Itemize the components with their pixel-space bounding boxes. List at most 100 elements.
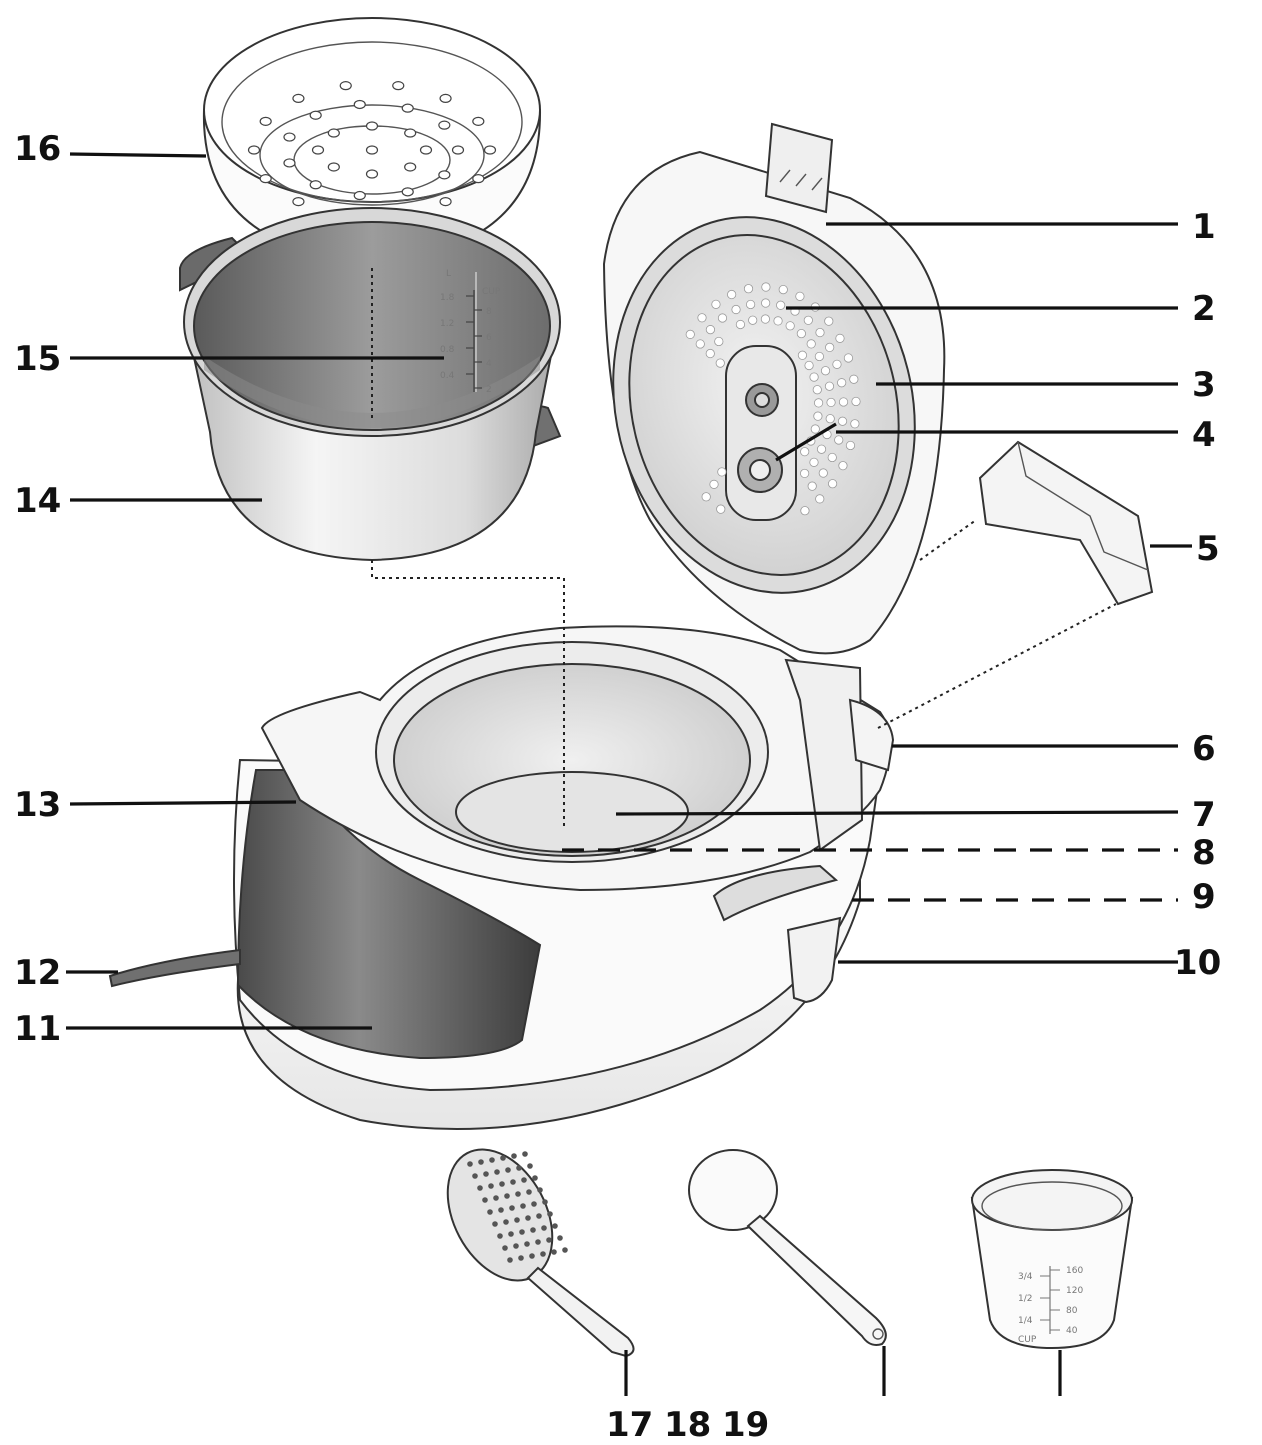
vent-hole: [827, 452, 837, 463]
scale-cup-value: 2: [486, 385, 492, 395]
callout-12: 12: [14, 953, 61, 993]
spoon-bump: [546, 1237, 552, 1243]
steam-hole: [438, 170, 451, 180]
steam-hole: [247, 145, 261, 155]
callout-5: 5: [1196, 529, 1220, 569]
callout-15: 15: [14, 339, 61, 379]
spoon-bump: [500, 1155, 506, 1161]
callout-19: 19: [722, 1405, 769, 1445]
spoon-bump: [524, 1241, 530, 1247]
spoon-bump: [526, 1189, 532, 1195]
vent-hole: [701, 492, 711, 502]
spoon-bump: [522, 1151, 528, 1157]
steam-hole: [472, 174, 485, 184]
spoon-bump: [527, 1163, 533, 1169]
steam-hole: [283, 158, 296, 168]
spoon-bump: [489, 1157, 495, 1163]
steam-hole: [259, 174, 272, 184]
vent-hole: [812, 385, 822, 395]
steam-hole: [309, 180, 322, 190]
steam-hole: [401, 103, 414, 113]
vent-hole: [818, 468, 828, 478]
steam-hole: [259, 116, 272, 126]
steam-hole: [365, 121, 379, 131]
spoon-bump: [521, 1177, 527, 1183]
callout-2: 2: [1192, 289, 1216, 329]
vent-hole: [813, 411, 823, 421]
callout-18: 18: [664, 1405, 711, 1445]
callout-10: 10: [1174, 943, 1221, 983]
spoon-bump: [535, 1239, 541, 1245]
steam-hole: [483, 145, 497, 155]
leader-lines: [66, 152, 1192, 1396]
cup-ml-value: 160: [1066, 1266, 1083, 1276]
vent-hole: [800, 447, 810, 457]
spoon-bump: [513, 1243, 519, 1249]
vent-hole: [815, 494, 825, 504]
callout-8: 8: [1192, 833, 1216, 873]
vent-hole: [837, 378, 847, 388]
vent-hole: [832, 359, 842, 369]
scale-cup-value: 8: [486, 307, 492, 317]
vent-hole: [697, 313, 707, 323]
vent-hole: [813, 398, 824, 408]
vent-hole: [735, 319, 746, 330]
vent-hole: [806, 339, 816, 349]
spoon-bump: [530, 1227, 536, 1233]
spoon-bump: [514, 1217, 520, 1223]
spoon-bump: [482, 1197, 488, 1203]
cup-fraction: 1/4: [1018, 1316, 1033, 1326]
vent-hole: [743, 284, 754, 294]
soup-ladle: [688, 1149, 887, 1346]
vent-hole: [705, 348, 715, 359]
steam-hole: [404, 162, 417, 172]
vent-hole: [773, 316, 783, 326]
spoon-bump: [537, 1187, 543, 1193]
callout-labels: 1 2 3 4 5 6 7 8 9 10 11 12 13 14 15 16 1…: [14, 129, 1221, 1445]
vent-hole: [716, 504, 726, 514]
vent-hole: [834, 435, 844, 445]
vent-hole: [761, 298, 771, 308]
spoon-bump: [497, 1233, 503, 1239]
spoon-bump: [494, 1169, 500, 1175]
vent-hole: [814, 351, 824, 362]
callout-7: 7: [1192, 795, 1216, 835]
spoon-bump: [483, 1171, 489, 1177]
vent-hole: [711, 299, 721, 309]
spoon-bump: [542, 1199, 548, 1205]
spoon-bump: [507, 1257, 513, 1263]
vent-hole: [760, 314, 770, 324]
vent-hole: [850, 419, 860, 429]
spoon-bump: [478, 1159, 484, 1165]
spoon-bump: [504, 1193, 510, 1199]
steam-hole: [292, 93, 305, 103]
rice-spoon: [446, 1148, 635, 1358]
spoon-bump: [552, 1223, 558, 1229]
vent-hole: [835, 333, 845, 343]
vent-hole: [748, 315, 758, 325]
vent-hole: [731, 304, 741, 315]
callout-4: 4: [1192, 415, 1216, 455]
callout-14: 14: [14, 481, 61, 521]
spoon-bump: [562, 1247, 568, 1253]
scale-liter-value: 0.4: [440, 371, 455, 381]
condensation-collector: [978, 440, 1154, 606]
callout-3: 3: [1192, 365, 1216, 405]
spoon-bump: [502, 1245, 508, 1251]
spoon-bump: [492, 1221, 498, 1227]
vent-hole: [827, 479, 838, 489]
vent-hole: [800, 506, 810, 516]
scale-liter-value: 1.2: [440, 319, 454, 329]
vent-hole: [727, 289, 737, 300]
vent-hole: [838, 461, 848, 471]
vent-hole: [851, 396, 861, 407]
spoon-bump: [477, 1185, 483, 1191]
vent-hole: [717, 313, 728, 323]
spoon-bump: [511, 1153, 517, 1159]
vent-hole: [714, 336, 724, 347]
spoon-bump: [525, 1215, 531, 1221]
vent-hole: [685, 329, 695, 339]
